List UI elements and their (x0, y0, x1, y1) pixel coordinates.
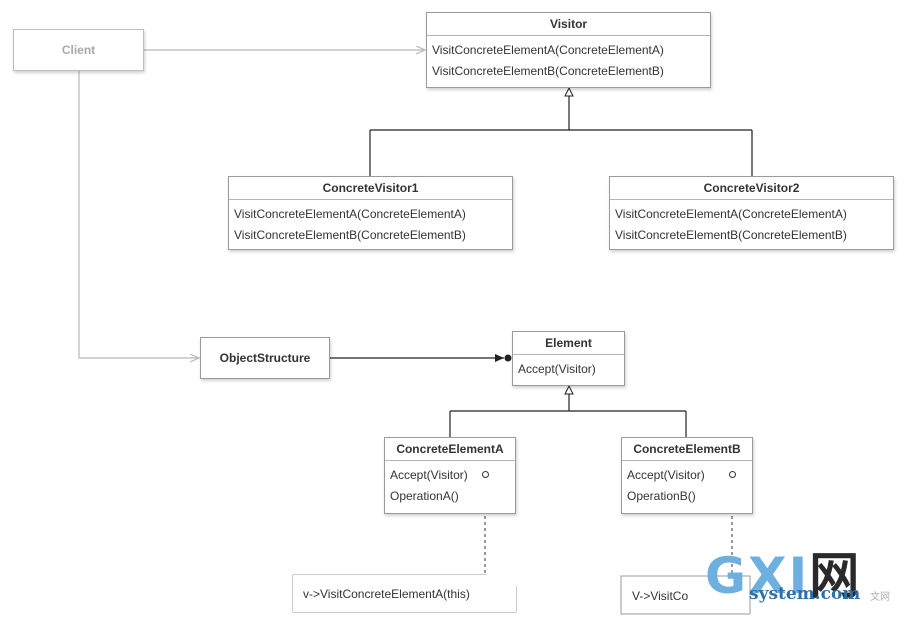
note-a-text: v->VisitConcreteElementA(this) (303, 587, 470, 601)
concrete-visitor2-class-name: ConcreteVisitor2 (610, 177, 893, 200)
visitor-inheritance-lines (369, 96, 753, 176)
element-class[interactable]: Element Accept(Visitor) (512, 331, 625, 386)
note-b-shape (620, 575, 751, 615)
concrete-element-b-method: OperationB() (627, 489, 696, 503)
client-to-objectstructure-line (78, 71, 199, 358)
client-class[interactable]: Client (13, 29, 144, 71)
concrete-element-a-method: OperationA() (390, 489, 459, 503)
watermark-tag: 文网 (870, 592, 890, 603)
element-inheritance-lines (449, 394, 687, 437)
aggregation-dot (504, 354, 512, 362)
element-class-name: Element (513, 332, 624, 355)
watermark-logo: GXI网 system.com 文网 (705, 540, 900, 620)
visitor-class[interactable]: Visitor VisitConcreteElementA(ConcreteEl… (426, 12, 711, 88)
element-method: Accept(Visitor) (518, 362, 596, 376)
note-anchor-a-icon (482, 471, 489, 478)
client-class-name: Client (61, 43, 96, 57)
concrete-visitor2-method: VisitConcreteElementB(ConcreteElementB) (615, 228, 847, 242)
note-b-text: V->VisitCo (632, 589, 689, 603)
concrete-visitor1-method: VisitConcreteElementA(ConcreteElementA) (234, 207, 466, 221)
visitor-method: VisitConcreteElementA(ConcreteElementA) (432, 43, 664, 57)
concrete-element-a-method: Accept(Visitor) (390, 468, 468, 482)
concrete-element-a-class[interactable]: ConcreteElementA Accept(Visitor) Operati… (384, 437, 516, 514)
object-structure-class-name: ObjectStructure (219, 351, 311, 365)
concrete-element-b-class-name: ConcreteElementB (622, 438, 752, 461)
visitor-generalization-arrowhead (564, 86, 574, 97)
object-structure-class[interactable]: ObjectStructure (200, 337, 330, 379)
concrete-visitor2-method: VisitConcreteElementA(ConcreteElementA) (615, 207, 847, 221)
concrete-element-b-method: Accept(Visitor) (627, 468, 705, 482)
concrete-element-b-class[interactable]: ConcreteElementB Accept(Visitor) Operati… (621, 437, 753, 514)
note-a: v->VisitConcreteElementA(this) (293, 575, 516, 612)
concrete-element-a-class-name: ConcreteElementA (385, 438, 515, 461)
concrete-visitor1-class[interactable]: ConcreteVisitor1 VisitConcreteElementA(C… (228, 176, 513, 250)
concrete-visitor1-class-name: ConcreteVisitor1 (229, 177, 512, 200)
watermark-logo-text: GXI网 (705, 547, 862, 605)
note-b: V->VisitCo (622, 577, 749, 613)
note-anchor-b-icon (729, 471, 736, 478)
watermark-domain: system.com (749, 584, 861, 604)
visitor-method: VisitConcreteElementB(ConcreteElementB) (432, 64, 664, 78)
concrete-visitor2-class[interactable]: ConcreteVisitor2 VisitConcreteElementA(C… (609, 176, 894, 250)
visitor-class-name: Visitor (427, 13, 710, 36)
element-generalization-arrowhead (564, 384, 574, 395)
concrete-visitor1-method: VisitConcreteElementB(ConcreteElementB) (234, 228, 466, 242)
